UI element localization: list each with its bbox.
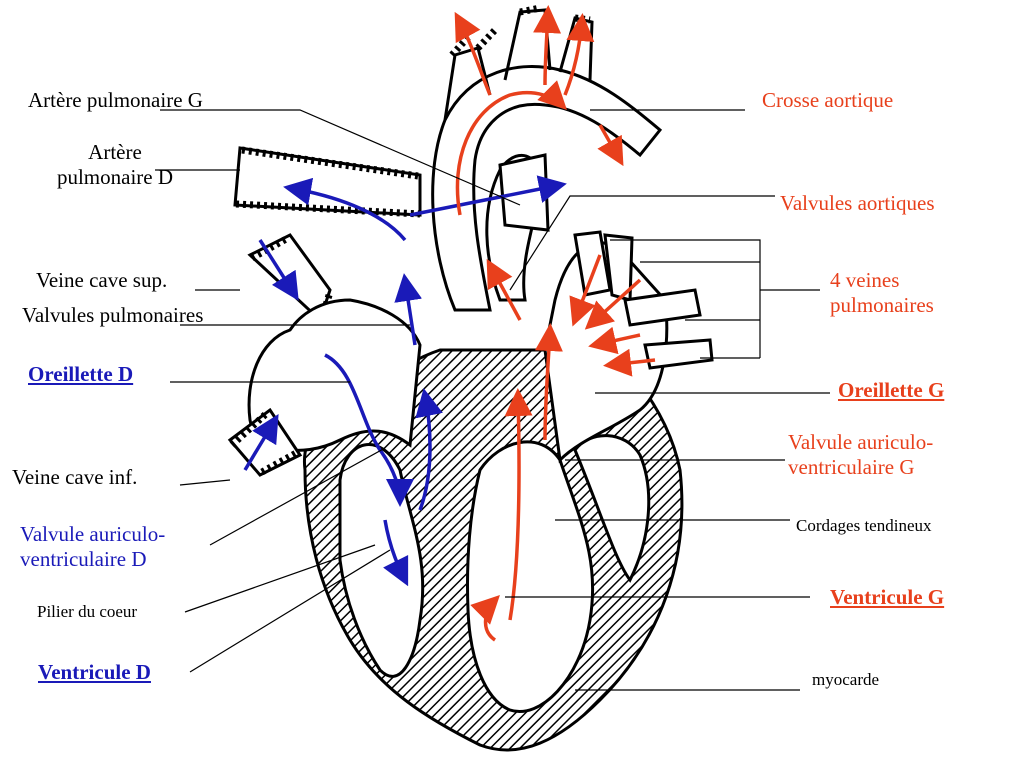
- label-artere-pulmonaire-g: Artère pulmonaire G: [28, 88, 203, 112]
- label-myocarde: myocarde: [812, 670, 880, 689]
- leader-lines-left: [155, 109, 521, 673]
- label-valvule-av-d: Valvule auriculo- ventriculaire D: [20, 522, 165, 572]
- label-artere-pulmonaire-d-line1: Artère: [88, 140, 142, 164]
- label-veine-cave-sup: Veine cave sup.: [36, 268, 168, 292]
- label-valvules-pulmonaires: Valvules pulmonaires: [22, 303, 204, 327]
- leader-lines-right: [505, 109, 830, 691]
- label-valvules-aortiques: Valvules aortiques: [780, 191, 935, 215]
- left-ventricle-cavity: [466, 440, 595, 713]
- label-cordages-tendineux: Cordages tendineux: [796, 516, 932, 535]
- label-valvule-av-g: Valvule auriculo- ventriculaire G: [788, 430, 933, 480]
- label-oreillette-d: Oreillette D: [28, 362, 134, 386]
- label-artere-pulmonaire-d: Artère pulmonaire D: [30, 140, 200, 190]
- label-crosse-aortique: Crosse aortique: [762, 88, 894, 112]
- oxygenated-flow: [454, 5, 656, 642]
- label-veine-cave-inf: Veine cave inf.: [12, 465, 138, 489]
- label-valvule-av-d-line2: ventriculaire D: [20, 547, 147, 571]
- label-veines-pulmonaires-line2: pulmonaires: [830, 293, 934, 317]
- label-ventricule-g: Ventricule G: [830, 585, 945, 609]
- label-valvule-av-g-line1: Valvule auriculo-: [788, 430, 934, 454]
- label-valvule-av-d-line1: Valvule auriculo-: [20, 522, 166, 546]
- left-ventricle-pocket: [573, 434, 651, 583]
- label-valvule-av-g-line2: ventriculaire G: [788, 455, 915, 479]
- label-veines-pulmonaires: 4 veines pulmonaires: [830, 268, 934, 318]
- label-veines-pulmonaires-line1: 4 veines: [830, 268, 900, 292]
- right-atrium: [247, 298, 422, 452]
- label-artere-pulmonaire-d-line2: pulmonaire D: [56, 165, 174, 189]
- aortic-arch: [431, 65, 663, 312]
- deoxygenated-flow: [243, 175, 567, 587]
- label-oreillette-g: Oreillette G: [838, 378, 945, 402]
- label-pilier-du-coeur: Pilier du coeur: [37, 602, 138, 621]
- label-ventricule-d: Ventricule D: [38, 660, 151, 684]
